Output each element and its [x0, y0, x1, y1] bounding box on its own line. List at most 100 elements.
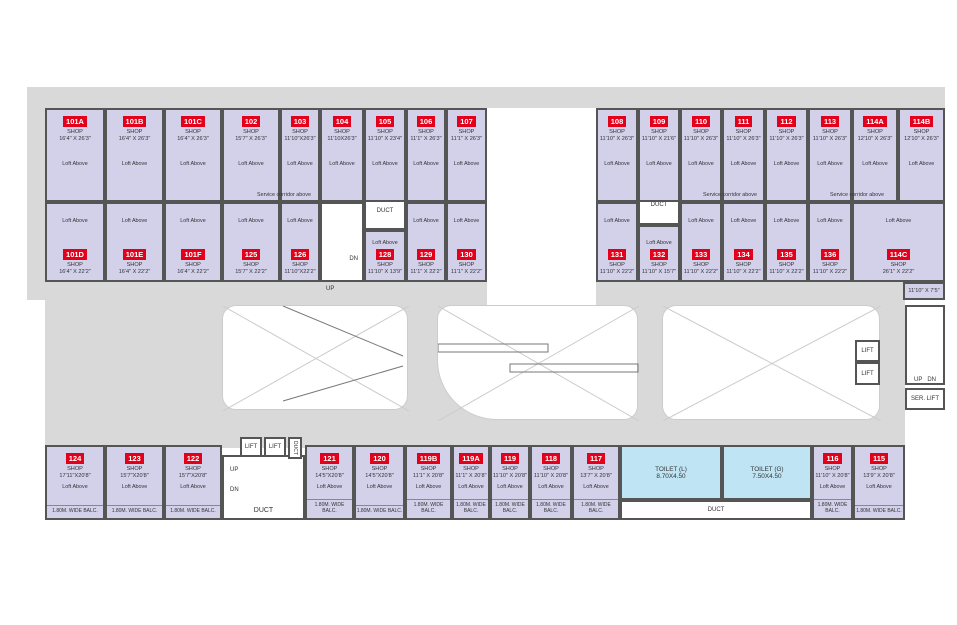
shop-label: SHOP [67, 262, 83, 269]
shop-number-badge: 111 [734, 116, 753, 128]
shop-size: 12'10" X 26'3" [904, 136, 939, 143]
shop-size: 17'11"X20'8" [59, 473, 91, 480]
toilet-ladies: TOILET (L)8.70X4.50 [620, 445, 722, 500]
shop-size: 11'1" X 22'2" [410, 269, 442, 276]
shop-label: SHOP [377, 129, 393, 136]
shop-number-badge: 103 [290, 116, 310, 128]
shop-number-badge: 134 [734, 248, 753, 261]
loft-above-label: Loft Above [908, 161, 935, 168]
loft-above-label: Loft Above [688, 218, 714, 224]
balcony-label: 1.80M. WIDE BALC. [814, 498, 851, 515]
staircase-right: UP DN [905, 305, 945, 385]
shop-label: SHOP [890, 262, 907, 269]
shop-number-badge: 112 [777, 116, 796, 128]
shop-size: 16'4" X 22'2" [59, 269, 91, 276]
shop-label: SHOP [822, 262, 838, 269]
shop-size: 11'10" X 26'3" [683, 136, 719, 143]
shop-label: SHOP [458, 262, 475, 269]
balcony-label: 1.80M. WIDE BALC. [454, 498, 488, 515]
shop-size: 15'7"X20'8" [120, 473, 149, 480]
shop-label: SHOP [543, 466, 559, 473]
loft-above-label: Loft Above [329, 161, 355, 168]
shop-size: 11'10"X26'3" [284, 136, 316, 143]
balcony-label: 1.80M. WIDE BALC. [532, 498, 570, 515]
shop-size: 13'7" X 20'8" [580, 473, 612, 480]
shop-number-badge: 128 [375, 248, 395, 261]
shop-number-badge: 114A [863, 116, 887, 128]
shop-size: 16'4" X 22'2" [177, 269, 209, 276]
loft-above-label: Loft Above [413, 218, 439, 224]
duct-label: DUCT [253, 507, 274, 514]
shop-number-badge: 119B [416, 453, 441, 465]
shop-label: SHOP [693, 262, 709, 269]
balcony-label: 1.80M. WIDE BALC. [855, 504, 903, 514]
shop-label: SHOP [651, 262, 667, 269]
shop-size: 11'1" X 20'8" [412, 473, 445, 480]
shop-size: 11'10" X 22'2" [599, 269, 635, 276]
shop-label: SHOP [824, 466, 841, 473]
shop-size: 11'10" X 26'3" [812, 136, 848, 143]
shop-size: 11'10" X 13'9" [367, 269, 403, 276]
shop-size: 11'1" X 26'3" [450, 136, 483, 143]
shop-label: SHOP [420, 466, 437, 473]
shop-size: 11'10" X 20'8" [492, 473, 528, 480]
shop-size: 16'4" X 26'3" [118, 136, 151, 143]
shop-label: SHOP [321, 466, 338, 473]
service-corridor-label: Service corridor above [257, 192, 311, 198]
shop-number-badge: 126 [290, 248, 310, 261]
shop-size: 11'10"X22'2" [284, 269, 316, 276]
shop-label: SHOP [778, 129, 795, 136]
shop-label: SHOP [243, 129, 259, 136]
loft-above-label: Loft Above [819, 484, 846, 491]
shop-size: 14'5"X20'8" [315, 473, 344, 480]
shop-label: SHOP [185, 129, 201, 136]
shop-label: SHOP [588, 466, 604, 473]
loft-above-label: Loft Above [415, 484, 442, 491]
